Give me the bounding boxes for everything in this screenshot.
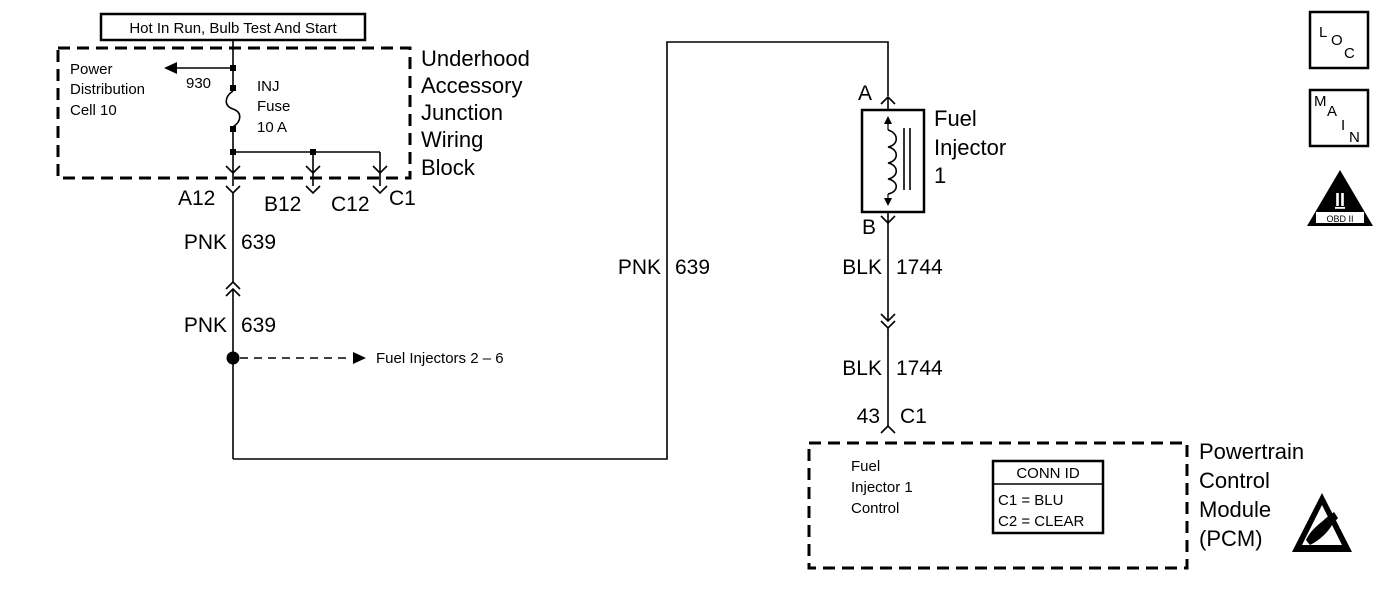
inj-fuse-label: INJ Fuse 10 A xyxy=(257,78,290,136)
svg-text:BLK: BLK xyxy=(842,357,882,380)
svg-text:Distribution: Distribution xyxy=(70,81,145,98)
fuel-injectors-2-6-label: Fuel Injectors 2 – 6 xyxy=(376,350,504,367)
conn-id-row-c1: C1 = BLU xyxy=(998,492,1063,509)
terminal-b-label: B xyxy=(862,216,876,239)
pcm-outline xyxy=(807,441,1189,570)
svg-text:OBD II: OBD II xyxy=(1326,214,1353,224)
pcm-connector-icon xyxy=(880,424,896,434)
junction-block-name: Underhood Accessory Junction Wiring Bloc… xyxy=(421,46,530,180)
hot-in-run-label: Hot In Run, Bulb Test And Start xyxy=(129,20,337,37)
connector-b12-label: B12 xyxy=(264,193,301,216)
power-distribution-label: Power Distribution Cell 10 xyxy=(70,61,145,119)
svg-text:Control: Control xyxy=(851,500,899,517)
svg-text:Fuel: Fuel xyxy=(934,106,977,131)
svg-text:Wiring: Wiring xyxy=(421,127,483,152)
svg-text:639: 639 xyxy=(241,314,276,337)
loc-icon[interactable]: L O C xyxy=(1308,10,1370,70)
svg-text:Power: Power xyxy=(70,61,113,78)
inj-fuse-icon xyxy=(225,90,241,128)
connector-c12-label: C12 xyxy=(331,193,370,216)
svg-text:Block: Block xyxy=(421,155,476,180)
svg-text:Control: Control xyxy=(1199,468,1270,493)
svg-text:I: I xyxy=(1341,117,1345,134)
svg-text:PNK: PNK xyxy=(618,256,661,279)
svg-text:(PCM): (PCM) xyxy=(1199,526,1263,551)
blk-1744-label-upper: BLK 1744 xyxy=(842,256,943,279)
svg-text:Cell 10: Cell 10 xyxy=(70,102,117,119)
conn-id-table: CONN ID C1 = BLU C2 = CLEAR xyxy=(991,459,1105,535)
svg-text:O: O xyxy=(1331,32,1343,49)
svg-text:Fuel: Fuel xyxy=(851,458,880,475)
pcm-connector-c1-label: C1 xyxy=(900,405,927,428)
svg-text:L: L xyxy=(1319,24,1327,41)
main-icon[interactable]: M A I N xyxy=(1308,88,1370,148)
svg-text:Fuse: Fuse xyxy=(257,98,290,115)
svg-text:BLK: BLK xyxy=(842,256,882,279)
svg-text:Accessory: Accessory xyxy=(421,73,522,98)
svg-text:1: 1 xyxy=(934,163,946,188)
power-arrow-icon xyxy=(164,62,177,74)
svg-text:INJ: INJ xyxy=(257,78,280,95)
hot-in-run-label-box: Hot In Run, Bulb Test And Start xyxy=(99,12,367,42)
svg-text:1744: 1744 xyxy=(896,256,943,279)
esd-sensitive-icon xyxy=(1292,493,1352,552)
fuel-injectors-arrow-icon xyxy=(353,352,366,364)
svg-text:Module: Module xyxy=(1199,497,1271,522)
pnk-639-label-right: PNK 639 xyxy=(618,256,710,279)
conn-id-row-c2: C2 = CLEAR xyxy=(998,513,1084,530)
svg-text:A: A xyxy=(1327,103,1337,120)
junction-block-outline xyxy=(56,46,412,180)
pcm-function-label: Fuel Injector 1 Control xyxy=(851,458,913,517)
pnk-639-label-lower: PNK 639 xyxy=(184,314,276,337)
svg-text:1744: 1744 xyxy=(896,357,943,380)
svg-text:N: N xyxy=(1349,129,1360,146)
conn-id-title: CONN ID xyxy=(1016,465,1080,482)
terminal-a-label: A xyxy=(858,82,872,105)
connector-c1-label: C1 xyxy=(389,187,416,210)
svg-text:Powertrain: Powertrain xyxy=(1199,439,1304,464)
circuit-930-label: 930 xyxy=(186,75,211,92)
svg-text:639: 639 xyxy=(675,256,710,279)
pcm-name: Powertrain Control Module (PCM) xyxy=(1199,439,1304,551)
pcm-pin-43-label: 43 xyxy=(857,405,880,428)
svg-text:M: M xyxy=(1314,93,1327,110)
connector-b12-icon xyxy=(305,165,321,195)
svg-text:PNK: PNK xyxy=(184,231,227,254)
svg-text:10 A: 10 A xyxy=(257,119,287,136)
blk-1744-label-lower: BLK 1744 xyxy=(842,357,943,380)
connector-a12-label: A12 xyxy=(178,187,215,210)
svg-text:Injector: Injector xyxy=(934,135,1006,160)
svg-text:II: II xyxy=(1335,190,1345,210)
svg-text:Junction: Junction xyxy=(421,100,503,125)
injector-coil-icon xyxy=(884,116,911,206)
svg-text:Underhood: Underhood xyxy=(421,46,530,71)
splice-icon xyxy=(226,351,240,365)
svg-text:PNK: PNK xyxy=(184,314,227,337)
svg-text:Injector 1: Injector 1 xyxy=(851,479,913,496)
pnk-639-label-upper: PNK 639 xyxy=(184,231,276,254)
svg-text:C: C xyxy=(1344,45,1355,62)
obd-ii-icon[interactable]: II OBD II xyxy=(1307,170,1373,226)
svg-text:639: 639 xyxy=(241,231,276,254)
connector-c12-icon xyxy=(372,165,388,195)
fuel-injector-name: Fuel Injector 1 xyxy=(934,106,1006,188)
